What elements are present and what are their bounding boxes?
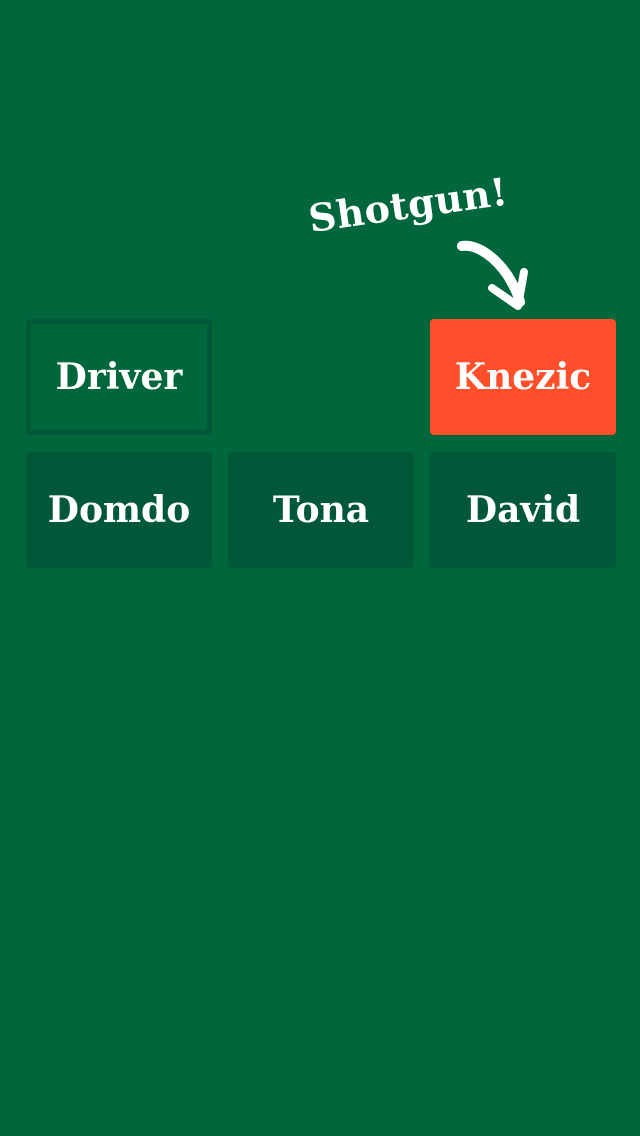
back-seat-middle-label: Tona (272, 489, 370, 531)
curved-arrow-down-icon (457, 240, 528, 310)
driver-seat-label: Driver (55, 356, 183, 398)
shotgun-seat-label: Knezic (454, 356, 592, 398)
shotgun-label: Shotgun! (305, 168, 511, 241)
back-seat-right-label: David (465, 489, 581, 531)
shotgun-seat[interactable]: Knezic (430, 319, 616, 435)
back-seat-left-label: Domdo (47, 489, 191, 531)
driver-seat[interactable]: Driver (26, 319, 212, 435)
back-seat-left[interactable]: Domdo (26, 452, 212, 568)
back-seat-middle[interactable]: Tona (228, 452, 414, 568)
back-seat-right[interactable]: David (430, 452, 616, 568)
